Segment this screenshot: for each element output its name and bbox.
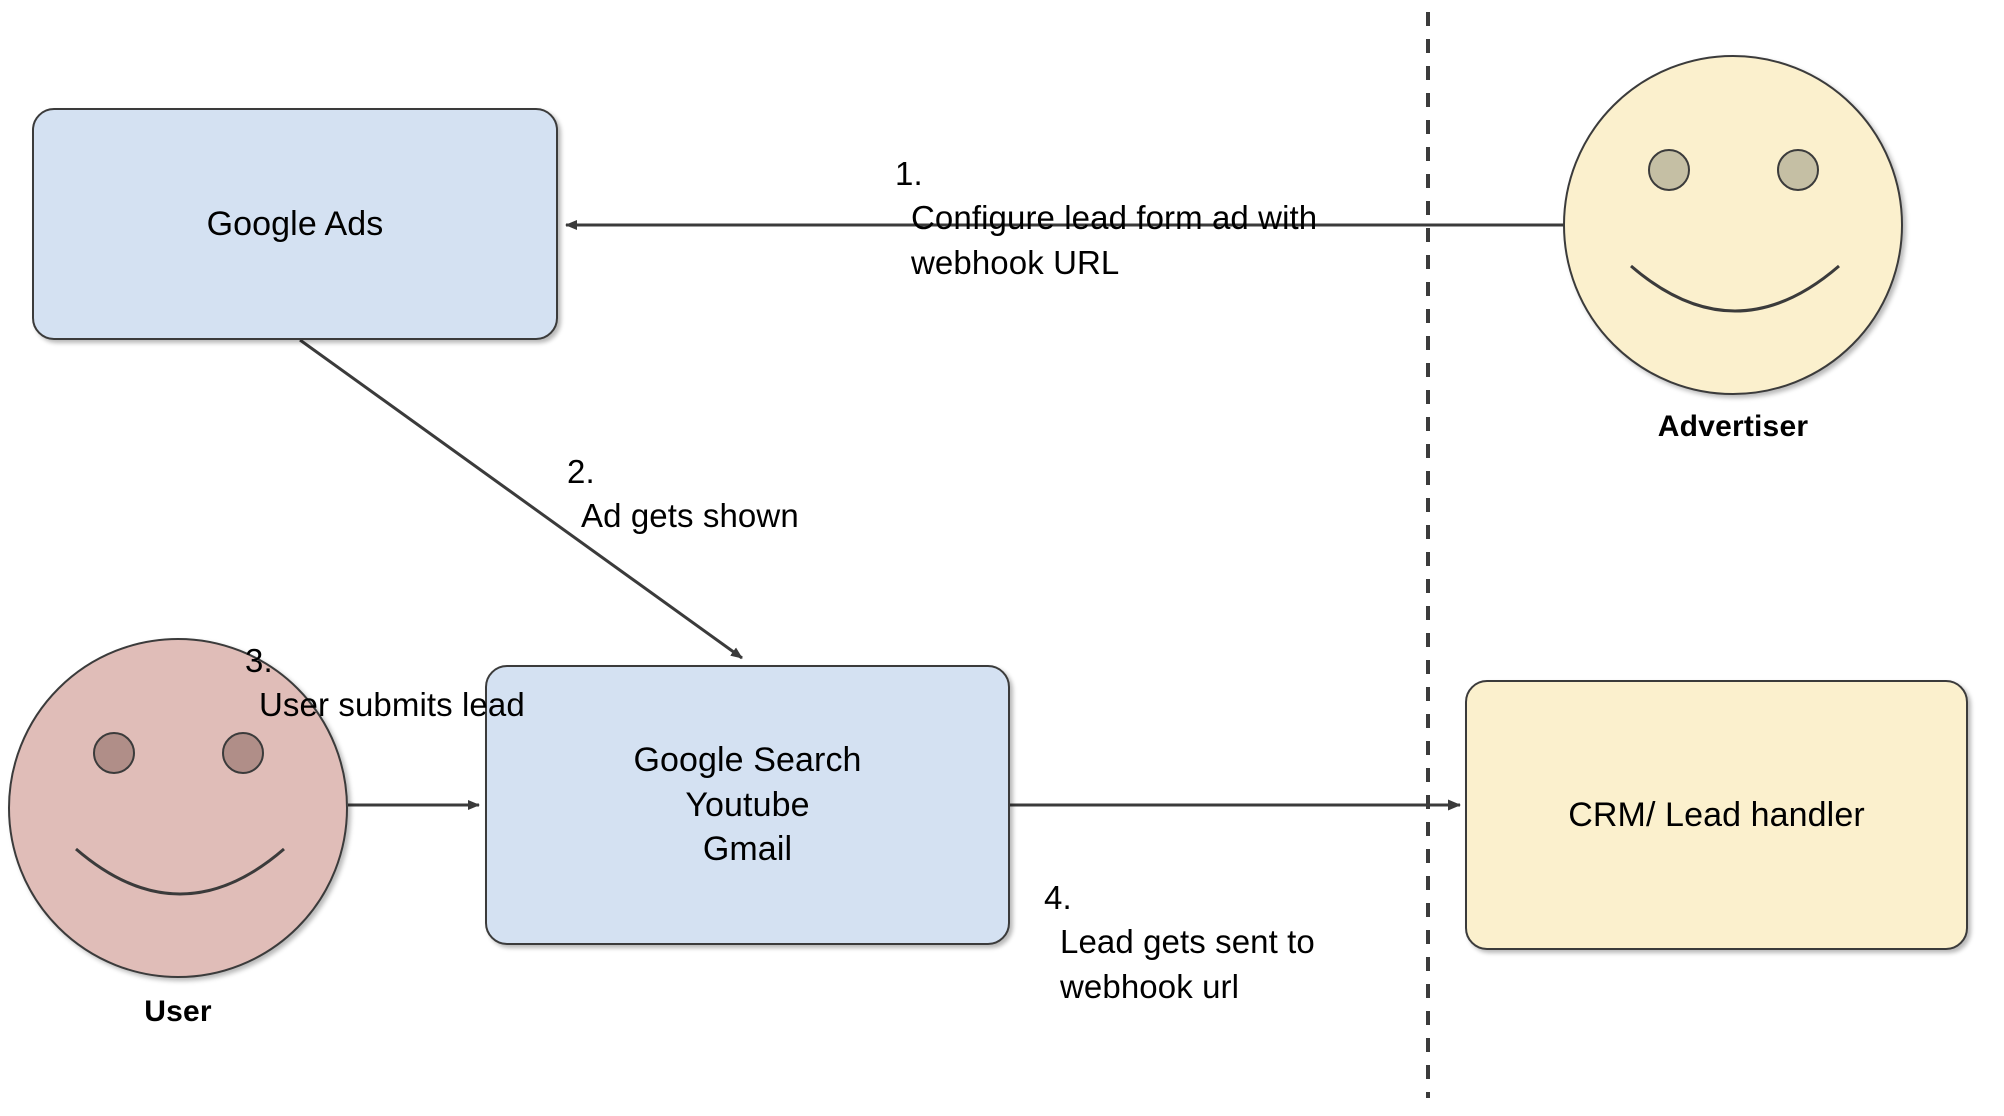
node-crm-lead-handler-label: CRM/ Lead handler xyxy=(1568,795,1865,834)
actor-advertiser-face-icon[interactable] xyxy=(1563,55,1903,395)
user-smile-icon xyxy=(75,847,285,896)
advertiser-left-eye-icon xyxy=(1648,149,1690,191)
step-3-text: User submits lead xyxy=(259,686,525,724)
step-label-1: 1. Configure lead form ad with webhook U… xyxy=(895,108,1415,285)
node-google-ads-label: Google Ads xyxy=(206,204,384,243)
step-label-2: 2. Ad gets shown xyxy=(567,406,967,539)
step-label-4: 4. Lead gets sent to webhook url xyxy=(1044,832,1444,1009)
step-2-number: 2. xyxy=(567,453,595,491)
step-1-number: 1. xyxy=(895,155,923,193)
advertiser-smile-icon xyxy=(1630,264,1840,313)
step-label-3: 3. User submits lead xyxy=(245,595,645,728)
node-google-surfaces-label: Google Search Youtube Gmail xyxy=(633,740,862,869)
step-3-number: 3. xyxy=(245,642,273,680)
step-4-number: 4. xyxy=(1044,879,1072,917)
step-4-text: Lead gets sent to webhook url xyxy=(1060,923,1315,1005)
step-1-text: Configure lead form ad with webhook URL xyxy=(911,199,1318,281)
node-crm-lead-handler[interactable]: CRM/ Lead handler xyxy=(1465,680,1968,950)
user-right-eye-icon xyxy=(222,732,264,774)
actor-user-name: User xyxy=(144,995,212,1028)
node-google-surfaces[interactable]: Google Search Youtube Gmail xyxy=(485,665,1010,945)
actor-user-face-icon[interactable] xyxy=(8,638,348,978)
advertiser-right-eye-icon xyxy=(1777,149,1819,191)
user-left-eye-icon xyxy=(93,732,135,774)
actor-advertiser-name: Advertiser xyxy=(1657,410,1809,443)
step-2-text: Ad gets shown xyxy=(581,497,799,535)
node-google-ads[interactable]: Google Ads xyxy=(32,108,558,340)
